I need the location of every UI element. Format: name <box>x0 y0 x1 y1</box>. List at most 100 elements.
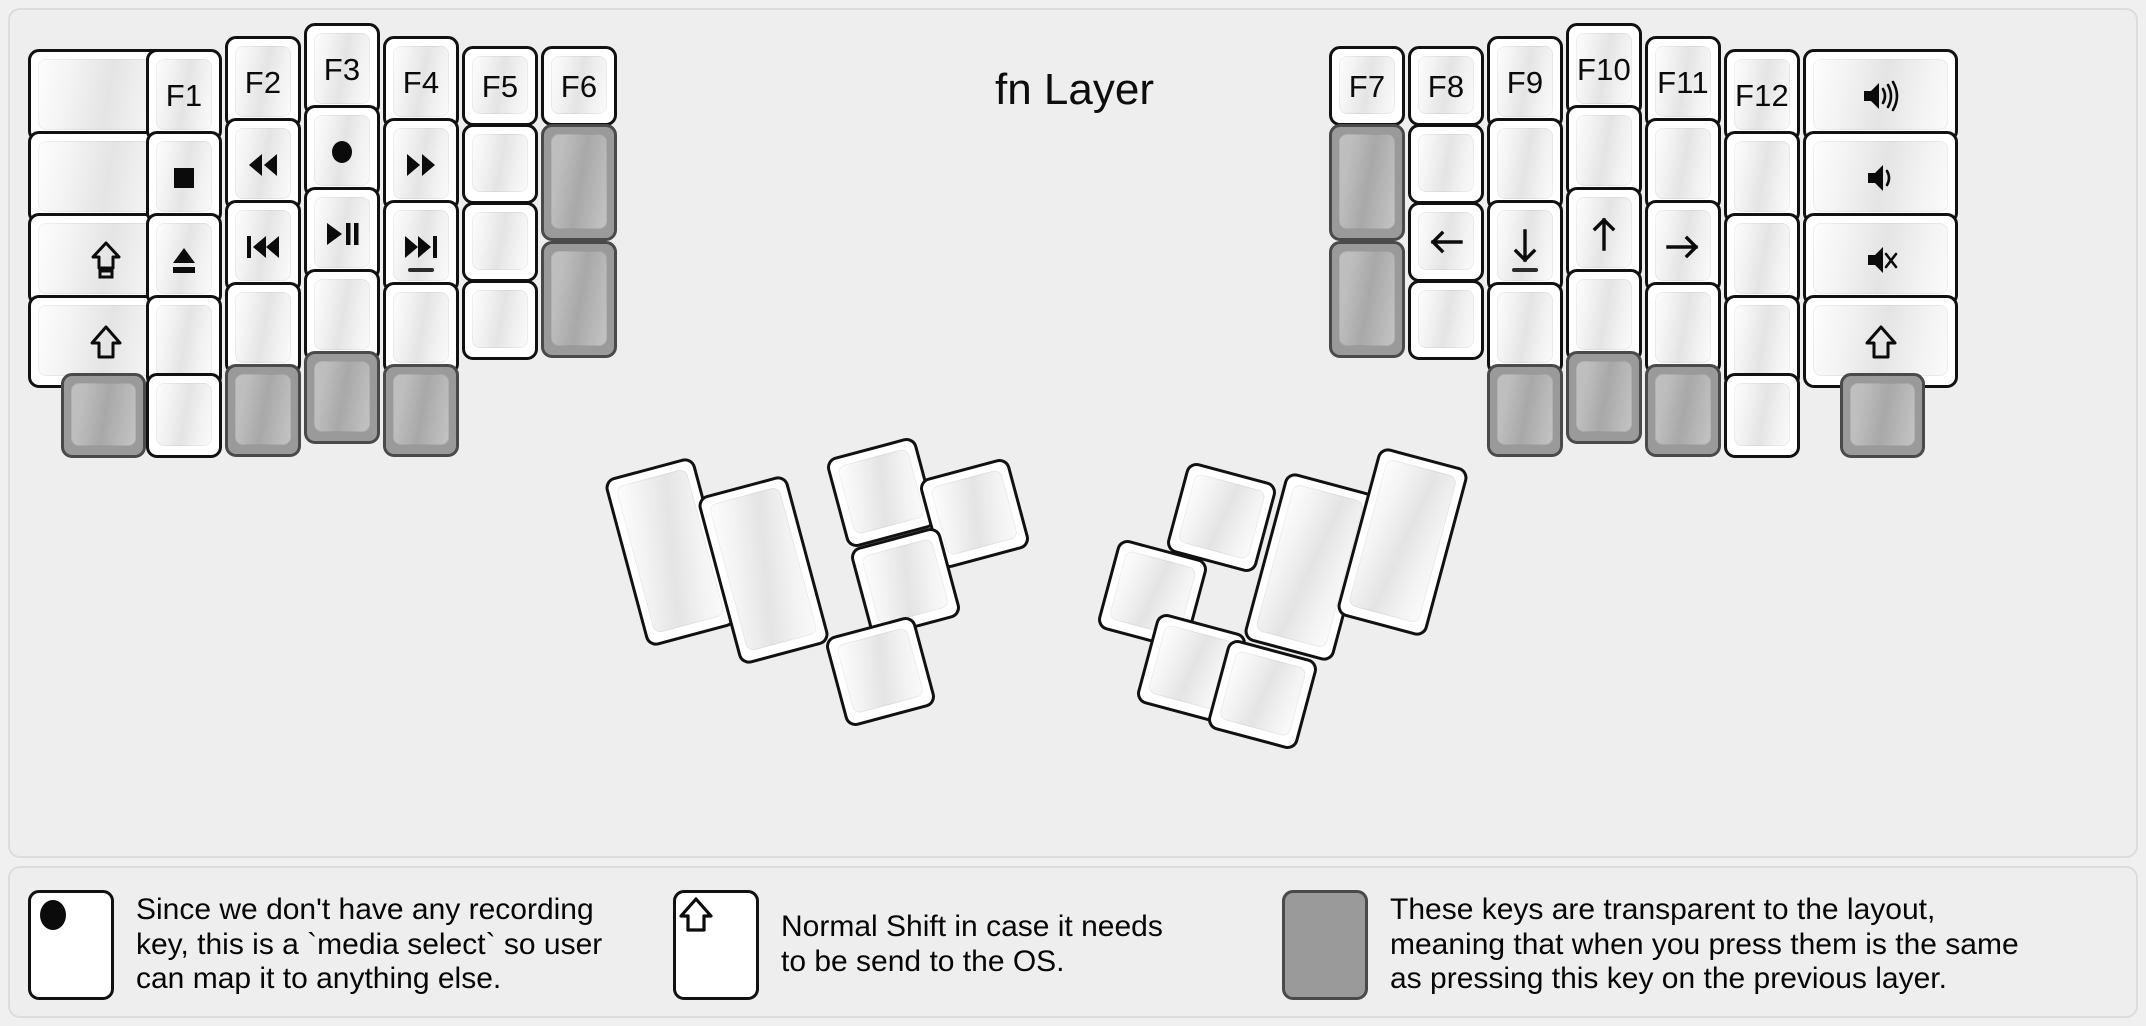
keycap-surface <box>393 374 449 445</box>
legend-text-record: Since we don't have any recording key, t… <box>136 892 603 996</box>
keycap-surface <box>1177 472 1267 561</box>
key-right-thumb-6[interactable] <box>1335 445 1470 639</box>
keycap-surface <box>615 468 726 634</box>
key-left-c2-r5[interactable] <box>146 373 222 458</box>
key-left-c7-r2[interactable] <box>541 124 617 241</box>
key-right-c3-r4[interactable] <box>1487 282 1563 375</box>
keycap-surface <box>1734 59 1790 130</box>
key-left-c6-r4[interactable] <box>462 280 538 360</box>
key-right-c7-r5[interactable] <box>1840 373 1925 458</box>
key-left-c2-r1[interactable]: F1 <box>146 49 222 142</box>
legend-key-record <box>28 890 114 1000</box>
keycap-surface <box>1813 59 1948 130</box>
key-right-c7-r1[interactable] <box>1803 49 1958 142</box>
key-right-c1-r1[interactable]: F7 <box>1329 46 1405 126</box>
key-left-c3-r2[interactable] <box>225 118 301 211</box>
keycap-surface <box>551 251 607 346</box>
key-right-c3-r2[interactable] <box>1487 118 1563 211</box>
keycap-surface <box>1813 305 1948 376</box>
key-right-c6-r5[interactable] <box>1724 373 1800 458</box>
key-right-c7-r4[interactable] <box>1803 295 1958 388</box>
key-left-c2-r4[interactable] <box>146 295 222 388</box>
key-left-c4-r2[interactable] <box>304 105 380 198</box>
key-left-c1-r5[interactable] <box>61 373 146 458</box>
key-right-c7-r3[interactable] <box>1803 213 1958 306</box>
key-right-c2-r1[interactable]: F8 <box>1408 46 1484 126</box>
key-left-c5-r2[interactable] <box>383 118 459 211</box>
key-left-c5-r1[interactable]: F4 <box>383 36 459 129</box>
keycap-surface <box>551 56 607 114</box>
key-right-c4-r2[interactable] <box>1566 105 1642 198</box>
key-right-c4-r5[interactable] <box>1566 351 1642 444</box>
key-right-c6-r1[interactable]: F12 <box>1724 49 1800 142</box>
key-right-c5-r1[interactable]: F11 <box>1645 36 1721 129</box>
key-right-c1-r2[interactable] <box>1329 124 1405 241</box>
key-left-c2-r3[interactable] <box>146 213 222 306</box>
key-left-c7-r3[interactable] <box>541 241 617 358</box>
key-left-c4-r1[interactable]: F3 <box>304 23 380 116</box>
key-left-c3-r1[interactable]: F2 <box>225 36 301 129</box>
key-left-c3-r4[interactable] <box>225 282 301 375</box>
keycap-surface <box>1576 361 1632 432</box>
key-left-c2-r2[interactable] <box>146 131 222 224</box>
keycap-surface <box>1576 33 1632 104</box>
keycap-surface <box>1418 290 1474 348</box>
key-left-c3-r3[interactable] <box>225 200 301 293</box>
keycap-surface <box>235 292 291 363</box>
key-right-c3-r3[interactable] <box>1487 200 1563 293</box>
key-right-c4-r1[interactable]: F10 <box>1566 23 1642 116</box>
key-right-c3-r5[interactable] <box>1487 364 1563 457</box>
key-right-c5-r2[interactable] <box>1645 118 1721 211</box>
key-left-c4-r3[interactable] <box>304 187 380 280</box>
key-left-c5-r3[interactable] <box>383 200 459 293</box>
keycap-surface <box>393 46 449 117</box>
key-right-c1-r3[interactable] <box>1329 241 1405 358</box>
key-right-c3-r1[interactable]: F9 <box>1487 36 1563 129</box>
key-left-c4-r5[interactable] <box>304 351 380 444</box>
key-right-c2-r3[interactable] <box>1408 202 1484 282</box>
keycap-surface <box>314 197 370 268</box>
keycap-surface <box>1655 374 1711 445</box>
keycap-surface <box>1497 128 1553 199</box>
legend-key-transparent <box>1282 890 1368 1000</box>
key-right-c6-r3[interactable] <box>1724 213 1800 306</box>
record-dot-icon <box>31 893 111 997</box>
keycap-surface <box>156 141 212 212</box>
key-right-c5-r4[interactable] <box>1645 282 1721 375</box>
key-left-c7-r1[interactable]: F6 <box>541 46 617 126</box>
key-right-c4-r4[interactable] <box>1566 269 1642 362</box>
key-right-c6-r2[interactable] <box>1724 131 1800 224</box>
key-right-c7-r2[interactable] <box>1803 131 1958 224</box>
keycap-surface <box>836 447 926 536</box>
keycap-surface <box>1339 134 1395 229</box>
key-right-c5-r5[interactable] <box>1645 364 1721 457</box>
keycap-surface <box>314 115 370 186</box>
keycap-surface <box>393 128 449 199</box>
key-right-c2-r2[interactable] <box>1408 124 1484 204</box>
keycap-surface <box>156 305 212 376</box>
key-left-c6-r3[interactable] <box>462 202 538 282</box>
key-left-c6-r1[interactable]: F5 <box>462 46 538 126</box>
keycap-surface <box>1734 305 1790 376</box>
keycap-surface <box>472 134 528 192</box>
key-left-c5-r5[interactable] <box>383 364 459 457</box>
key-left-c3-r5[interactable] <box>225 364 301 457</box>
keycap-surface <box>835 626 925 715</box>
key-left-thumb-6[interactable] <box>823 614 938 729</box>
shift-arrow-icon <box>676 893 756 997</box>
keycap-surface <box>314 361 370 432</box>
keycap-surface <box>1813 223 1948 294</box>
key-left-c5-r4[interactable] <box>383 282 459 375</box>
key-left-c6-r2[interactable] <box>462 124 538 204</box>
keycap-surface <box>1734 141 1790 212</box>
keycap-surface <box>1655 128 1711 199</box>
key-left-thumb-2[interactable] <box>696 473 831 667</box>
key-right-c4-r3[interactable] <box>1566 187 1642 280</box>
keycap-surface <box>472 212 528 270</box>
keycap-surface <box>1655 292 1711 363</box>
key-right-c5-r3[interactable] <box>1645 200 1721 293</box>
key-right-c2-r4[interactable] <box>1408 280 1484 360</box>
key-left-c4-r4[interactable] <box>304 269 380 362</box>
